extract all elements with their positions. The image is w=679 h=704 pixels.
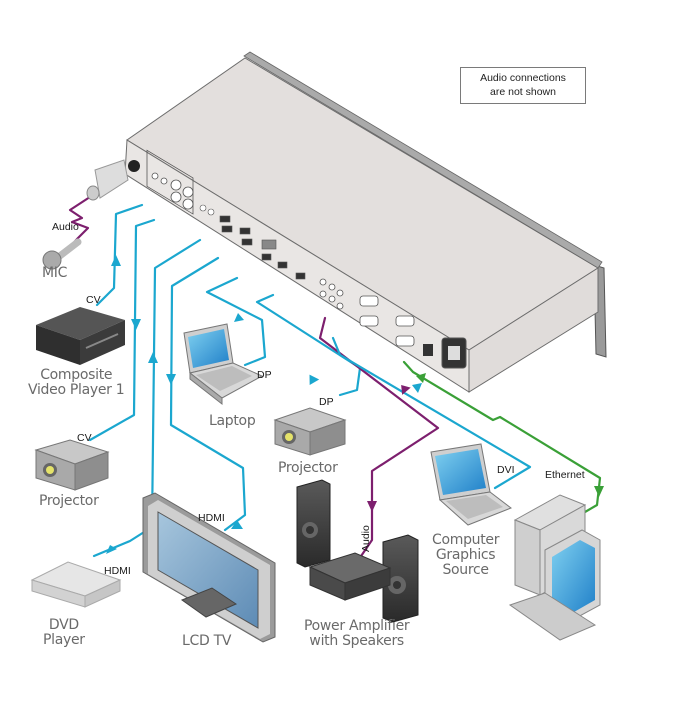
cable-label-cv-composite: CV	[86, 294, 101, 306]
laptop-icon	[183, 323, 264, 406]
note-audio-connections: Audio connections are not shown	[460, 67, 586, 104]
label-mic: MIC	[42, 265, 68, 281]
cable-label-hdmi-lcd-tv: HDMI	[198, 512, 225, 524]
projector-cv-icon	[34, 439, 110, 491]
cable-label-mic-audio: Audio	[52, 221, 79, 233]
pc-icon	[508, 494, 601, 641]
note-line-2: are not shown	[490, 86, 556, 98]
label-computer-graphics: Computer Graphics Source	[432, 532, 500, 578]
label-computer-graphics-line-3: Source	[442, 562, 489, 578]
label-composite-player-line-2: Video Player 1	[28, 382, 125, 398]
label-power-amplifier-line-2: with Speakers	[309, 633, 404, 649]
label-power-amplifier-line-1: Power Amplifier	[304, 618, 410, 634]
mic-icon	[42, 159, 129, 270]
label-dvd-player-line-2: Player	[43, 632, 85, 648]
projector-dp-icon	[273, 407, 347, 456]
cable-label-ethernet: Ethernet	[545, 469, 585, 481]
label-composite-player: Composite Video Player 1	[28, 367, 125, 398]
cable-dp-laptop	[205, 276, 267, 367]
cable-label-dp-projector: DP	[319, 396, 334, 408]
cable-ethernet	[402, 360, 602, 514]
label-lcd-tv: LCD TV	[182, 633, 232, 649]
label-computer-graphics-line-1: Computer	[432, 532, 500, 548]
ethernet-port	[423, 344, 433, 356]
cable-label-cv-projector: CV	[77, 432, 92, 444]
label-projector-cv: Projector	[39, 493, 99, 509]
port-cluster-hdmi	[199, 204, 253, 246]
dvd-player-icon	[30, 561, 122, 608]
note-line-1: Audio connections	[480, 72, 566, 84]
port-cluster-dvi	[319, 278, 415, 347]
label-dvd-player-line-1: DVD	[48, 617, 79, 633]
central-device	[124, 51, 607, 393]
lcd-tv-icon	[142, 492, 276, 643]
cable-label-dp-laptop: DP	[257, 369, 272, 381]
speakers-amplifier-icon	[296, 479, 419, 623]
device-rear-rail	[243, 51, 603, 269]
cable-hdmi-lcd-tv	[169, 256, 247, 532]
port-cluster-dp	[261, 239, 306, 280]
label-laptop: Laptop	[209, 413, 256, 429]
composite-player-icon	[36, 307, 125, 365]
cable-label-hdmi-dvd: HDMI	[104, 565, 131, 577]
label-power-amplifier: Power Amplifier with Speakers	[304, 618, 410, 649]
cable-dvi-computer	[331, 336, 532, 490]
port-cluster-cv	[146, 149, 194, 215]
xlr-input-port	[128, 160, 140, 172]
cable-label-audio-amplifier: Audio	[360, 525, 372, 552]
label-computer-graphics-line-2: Graphics	[435, 547, 496, 563]
computer-graphics-laptop-icon	[430, 443, 513, 526]
cable-audio-amplifier	[318, 316, 440, 567]
device-side	[468, 267, 599, 393]
cable-cv-composite-player	[95, 203, 144, 307]
label-composite-player-line-1: Composite	[40, 367, 113, 383]
cable-arrows	[106, 255, 604, 554]
label-dvd-player: DVD Player	[43, 618, 85, 648]
label-projector-dp: Projector	[278, 460, 338, 476]
cable-mic-audio	[65, 193, 95, 252]
cable-label-dvi: DVI	[497, 464, 515, 476]
